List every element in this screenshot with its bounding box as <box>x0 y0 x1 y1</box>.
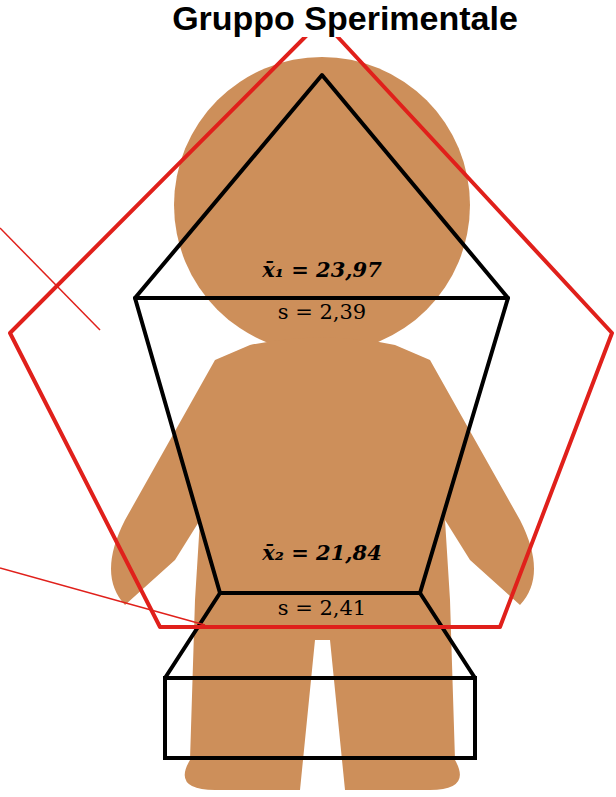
black-triangle <box>135 75 508 298</box>
figure-body <box>111 338 534 791</box>
mean-value: x̄₂ = 21,84 <box>260 541 384 564</box>
mean-value: x̄₁ = 23,97 <box>260 258 384 281</box>
leader-line <box>0 568 205 625</box>
black-rectangle <box>165 678 475 758</box>
std-dev-value: s = 2,39 <box>276 301 368 324</box>
figure-head <box>174 57 470 353</box>
red-pentagon <box>10 20 612 627</box>
black-trapezoid <box>135 298 508 593</box>
black-small-trapezoid <box>165 593 475 678</box>
std-dev-value: s = 2,41 <box>276 597 368 620</box>
title: Gruppo Sperimentale <box>168 0 522 37</box>
leader-line <box>0 228 100 330</box>
